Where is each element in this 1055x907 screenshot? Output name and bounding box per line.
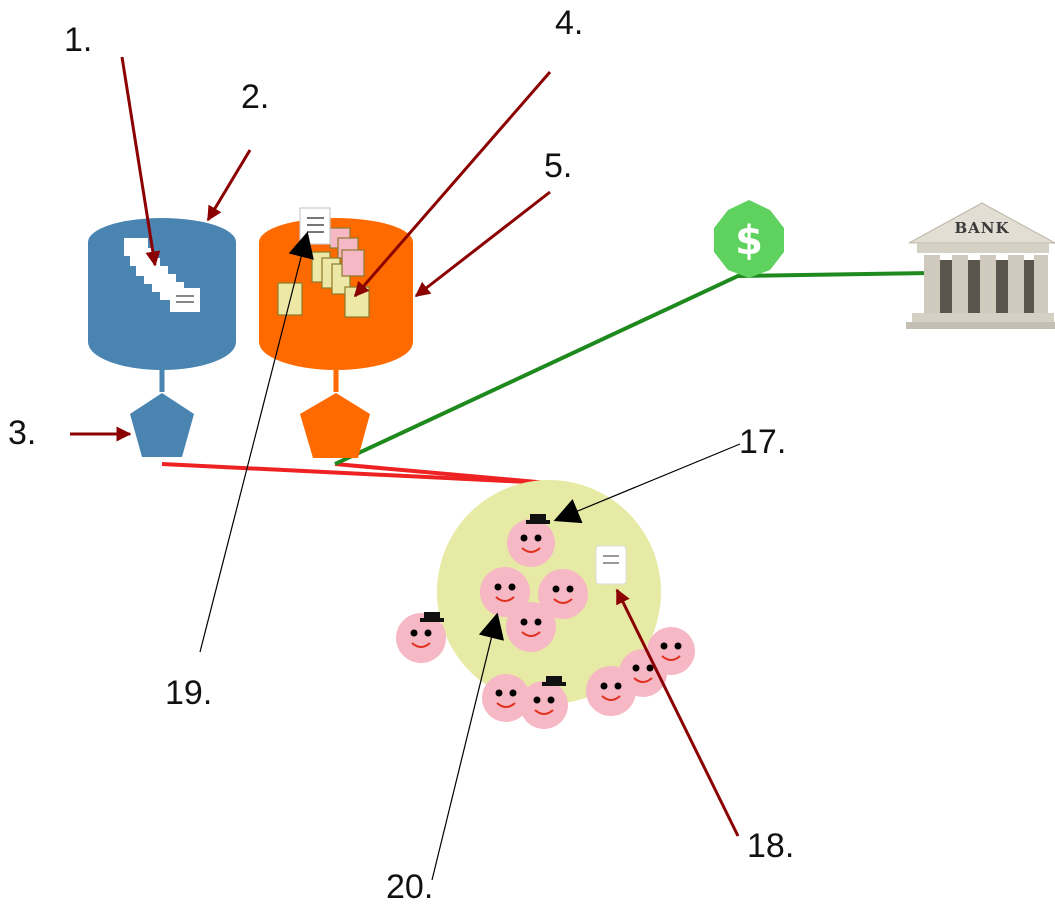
arrow-5: [414, 190, 551, 298]
arrow-4: [353, 71, 552, 298]
smiley-face-icon: [586, 666, 636, 716]
people-group: [396, 514, 695, 729]
arrow-2: [206, 149, 252, 222]
blue-node-pentagon: [130, 393, 194, 457]
arrow-19: [199, 231, 314, 653]
label-5: 5.: [544, 147, 572, 185]
smiley-face-icon: [506, 602, 556, 652]
green-link: [334, 271, 934, 466]
svg-text:$: $: [735, 218, 763, 264]
scroll-document-icon: [595, 545, 627, 585]
label-2: 2.: [241, 78, 269, 116]
smiley-face-icon: [538, 569, 588, 619]
arrow-20: [431, 612, 505, 881]
label-18: 18.: [747, 827, 794, 865]
bank-sign: BANK: [954, 219, 1009, 237]
red-link: [334, 462, 549, 485]
label-19: 19.: [165, 674, 212, 712]
dollar-coin-icon: $: [714, 200, 784, 278]
smiley-face-icon: [396, 612, 446, 663]
arrow-17: [553, 443, 741, 524]
smiley-face-icon: [520, 676, 568, 729]
orange-node-pentagon: [300, 393, 370, 458]
label-20: 20.: [386, 868, 433, 906]
label-1: 1.: [64, 21, 92, 59]
arrow-1: [120, 56, 161, 267]
label-4: 4.: [555, 4, 583, 42]
red-link: [161, 462, 549, 485]
orange-database: [259, 207, 413, 392]
smiley-face-icon: [482, 674, 530, 722]
smiley-face-icon: [507, 514, 555, 567]
smiley-face-icon: [480, 567, 530, 617]
blue-database: [88, 218, 236, 392]
bank-building-icon: BANK: [906, 202, 1055, 329]
arrow-18: [615, 588, 740, 837]
label-3: 3.: [8, 414, 36, 452]
label-17: 17.: [739, 423, 786, 461]
